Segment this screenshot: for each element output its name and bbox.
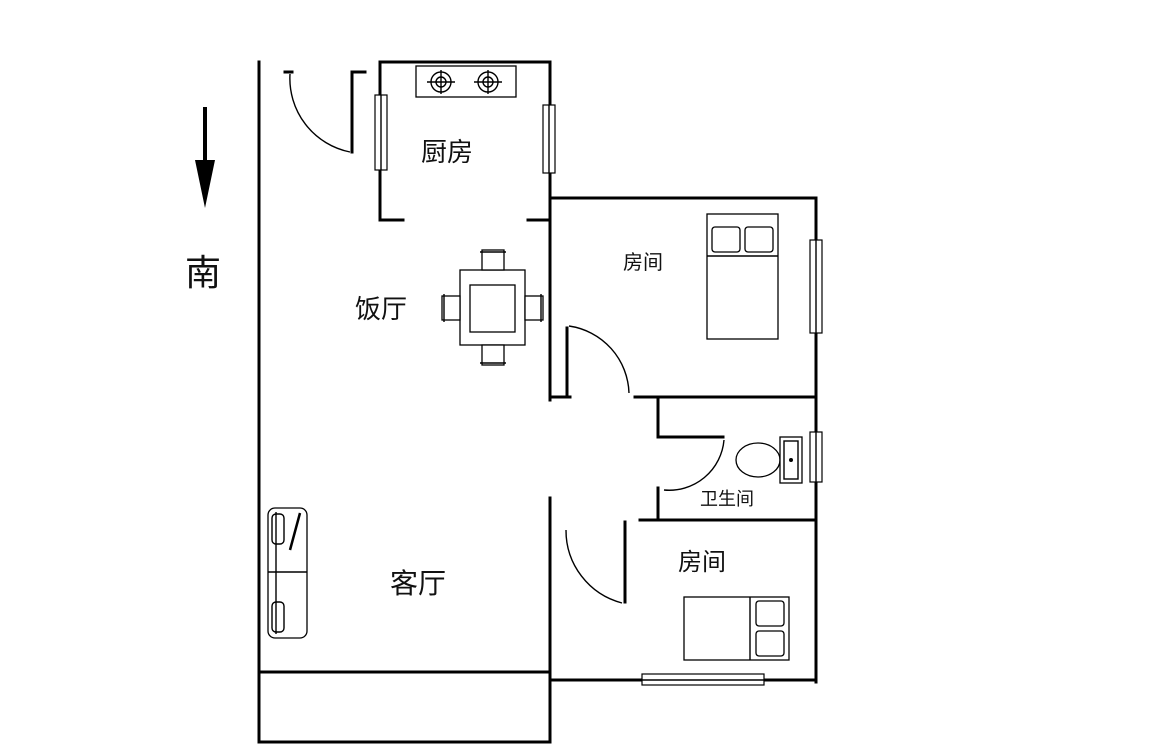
room-label-kitchen: 厨房 — [421, 138, 473, 168]
bathroom-door-arc — [663, 439, 725, 491]
sofa — [267, 507, 308, 639]
room-label-bedroom-2: 房间 — [678, 548, 726, 576]
bedroom1-door-arc — [568, 325, 630, 394]
room-label-bathroom: 卫生间 — [700, 489, 754, 510]
walls — [257, 60, 818, 744]
dining-table — [441, 249, 544, 366]
bed-2 — [683, 596, 790, 661]
compass-label: 南 — [185, 253, 221, 294]
room-label-dining: 饭厅 — [355, 295, 407, 325]
windows — [374, 94, 823, 686]
north-arrow — [195, 107, 215, 208]
room-label-living: 客厅 — [390, 567, 446, 600]
entry-door — [283, 70, 367, 154]
bedroom2-door-arc — [565, 529, 623, 604]
stove — [415, 65, 517, 98]
toilet — [735, 436, 803, 484]
bed-1 — [706, 213, 779, 340]
room-label-bedroom-1: 房间 — [623, 250, 663, 274]
